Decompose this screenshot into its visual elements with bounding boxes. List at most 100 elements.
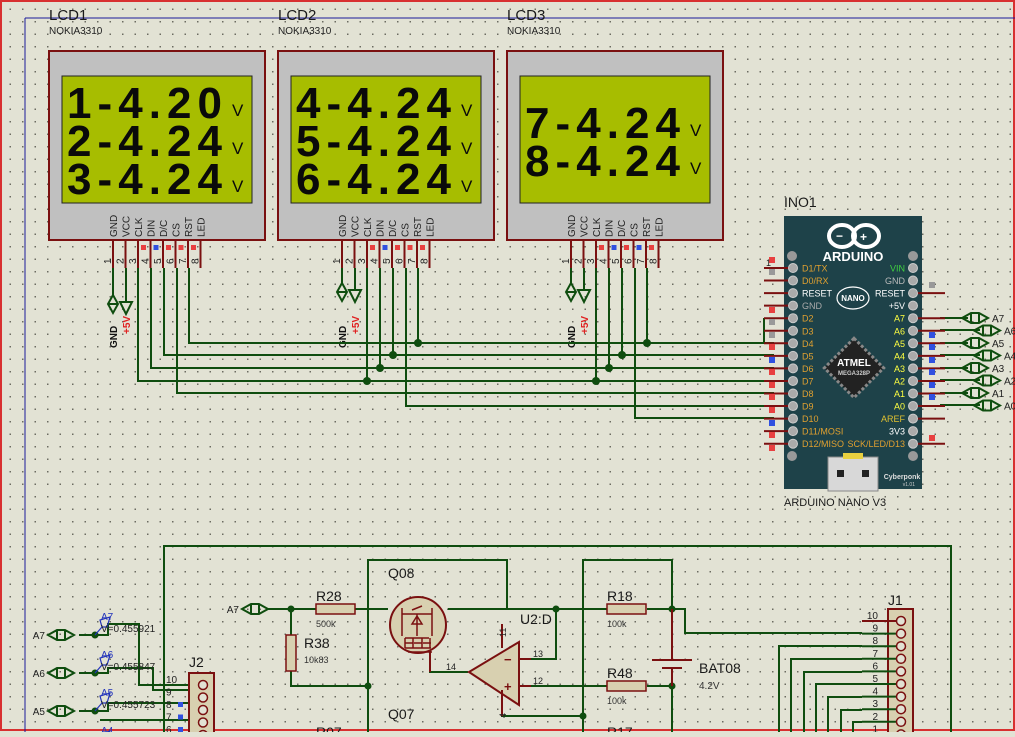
voltage-probe-a6[interactable]: A6V=0.455847 bbox=[94, 650, 156, 674]
arduino-pin-sckledd13[interactable]: SCK/LED/D13 bbox=[847, 438, 945, 449]
battery-symbol bbox=[652, 609, 692, 686]
arduino-pin-d3[interactable]: D3 bbox=[764, 325, 814, 336]
arduino-pin-a3[interactable]: A3 bbox=[894, 363, 945, 374]
pin-state-marker bbox=[395, 245, 400, 250]
arduino-pin-d10[interactable]: D10 bbox=[764, 413, 819, 424]
terminal-a4[interactable]: A4 bbox=[971, 349, 1015, 363]
arduino-pin-a5[interactable]: A5 bbox=[894, 338, 945, 349]
arduino-pin-d1tx[interactable]: D1/TX bbox=[764, 263, 828, 274]
arduino-pin-d9[interactable]: D9 bbox=[764, 401, 814, 412]
connector-pin bbox=[197, 692, 209, 703]
terminal-a3[interactable]: A3 bbox=[959, 362, 1005, 375]
component-value: 10k83 bbox=[304, 655, 329, 665]
arduino-pin-a0[interactable]: A0 bbox=[894, 401, 945, 412]
lcd-unit-label: V bbox=[461, 177, 473, 196]
arduino-pin-d4[interactable]: D4 bbox=[764, 338, 814, 349]
probe-terminal-a5[interactable]: A5 bbox=[33, 705, 77, 718]
arduino-pin-d6[interactable]: D6 bbox=[764, 363, 814, 374]
lcd-pin-number: 8 bbox=[649, 258, 660, 264]
arduino-pin-a7[interactable]: A7 bbox=[894, 313, 945, 324]
net-terminal-label: A0 bbox=[1004, 402, 1015, 413]
arduino-pin-a4[interactable]: A4 bbox=[894, 350, 945, 361]
pin-state-marker bbox=[769, 269, 775, 275]
arduino-pin-3v3[interactable]: 3V3 bbox=[889, 426, 918, 437]
terminal-a6[interactable]: A6 bbox=[971, 324, 1015, 338]
lcd-unit-label: V bbox=[232, 177, 244, 196]
pin-state-marker bbox=[929, 344, 935, 350]
gnd-terminal[interactable]: GND bbox=[106, 292, 120, 348]
arduino-pin-gnd[interactable]: GND bbox=[885, 275, 918, 286]
pin1-label: 1 bbox=[766, 258, 771, 268]
maker-label: Cyberponk bbox=[884, 474, 921, 481]
mosfet-q08[interactable]: Q08 bbox=[388, 565, 447, 672]
connector-pin-number: 7 bbox=[166, 713, 172, 724]
vcc-terminal[interactable]: +5V bbox=[347, 289, 363, 334]
arduino-pin-a6[interactable]: A6 bbox=[894, 325, 945, 336]
arduino-pin-d11mosi[interactable]: D11/MOSI bbox=[764, 426, 843, 437]
arduino-pin-vin[interactable]: VIN bbox=[890, 263, 918, 274]
component-value: 4.2V bbox=[699, 681, 720, 692]
arduino-nano[interactable]: INO1−+ARDUINONANOATMELMEGA328PCyberponkv… bbox=[764, 194, 945, 509]
probe-name: A7 bbox=[101, 612, 114, 623]
arduino-pin-d2[interactable]: D2 bbox=[764, 313, 814, 324]
opamp-pin-label: 11 bbox=[498, 628, 508, 637]
pin-state-marker bbox=[382, 245, 388, 250]
terminal-a5[interactable]: A5 bbox=[959, 337, 1005, 350]
connector-pin-number: 6 bbox=[166, 725, 172, 732]
gnd-terminal[interactable]: GND bbox=[335, 280, 349, 348]
net-terminal-icon bbox=[971, 399, 1003, 412]
net-terminal-label: A2 bbox=[1004, 377, 1015, 388]
pin-label: D0/RX bbox=[802, 276, 829, 286]
net-terminal-label: A6 bbox=[33, 669, 46, 680]
net-terminal-label: A5 bbox=[992, 339, 1005, 350]
arduino-pin-d8[interactable]: D8 bbox=[764, 388, 814, 399]
gnd-terminal[interactable]: GND bbox=[564, 280, 578, 348]
terminal-a2[interactable]: A2 bbox=[971, 374, 1015, 388]
arduino-pin-aref[interactable]: AREF bbox=[881, 413, 945, 424]
voltage-probe-a7[interactable]: A7V=0.455921 bbox=[94, 612, 156, 636]
terminal-a1[interactable]: A1 bbox=[959, 387, 1005, 400]
pin-label: D3 bbox=[802, 326, 814, 336]
connector-pin bbox=[895, 666, 907, 677]
net-terminal-label: A7 bbox=[33, 631, 46, 642]
arduino-pin-a1[interactable]: A1 bbox=[894, 388, 945, 399]
arduino-pin-a2[interactable]: A2 bbox=[894, 375, 945, 386]
arduino-pin-d5[interactable]: D5 bbox=[764, 350, 814, 361]
lcd-pin-label: GND bbox=[109, 215, 120, 237]
net-terminal-icon bbox=[971, 324, 1003, 337]
probe-terminal-a6[interactable]: A6 bbox=[33, 667, 77, 680]
voltage-probe-a5[interactable]: A5V=0.455723 bbox=[94, 688, 156, 712]
vcc-terminal[interactable]: +5V bbox=[576, 289, 592, 334]
terminal-a7-input[interactable]: A7 bbox=[227, 603, 271, 616]
arduino-pin-reset[interactable]: RESET bbox=[764, 288, 833, 299]
connector-pin-number: 10 bbox=[166, 675, 178, 686]
terminal-a7[interactable]: A7 bbox=[959, 312, 1005, 325]
probe-terminal-a7[interactable]: A7 bbox=[33, 629, 77, 642]
net-terminal-label: A6 bbox=[1004, 327, 1015, 338]
arduino-ref-label: INO1 bbox=[784, 194, 817, 210]
arduino-pin-5v[interactable]: +5V bbox=[889, 300, 918, 311]
arduino-pin-d12miso[interactable]: D12/MISO bbox=[764, 438, 844, 449]
terminal-a0[interactable]: A0 bbox=[971, 399, 1015, 413]
vcc-terminal[interactable]: +5V bbox=[118, 301, 134, 334]
arduino-pin-d0rx[interactable]: D0/RX bbox=[764, 275, 829, 286]
atmega-chip bbox=[822, 336, 886, 400]
arduino-pin-gnd[interactable]: GND bbox=[764, 300, 823, 311]
lcd-pin-number: 3 bbox=[357, 258, 368, 264]
arduino-pin-d7[interactable]: D7 bbox=[764, 375, 814, 386]
lcd-pin-label: D/C bbox=[388, 220, 399, 237]
opamp-pin-label: 13 bbox=[533, 649, 543, 659]
arduino-pin-reset[interactable]: RESET bbox=[875, 288, 945, 299]
